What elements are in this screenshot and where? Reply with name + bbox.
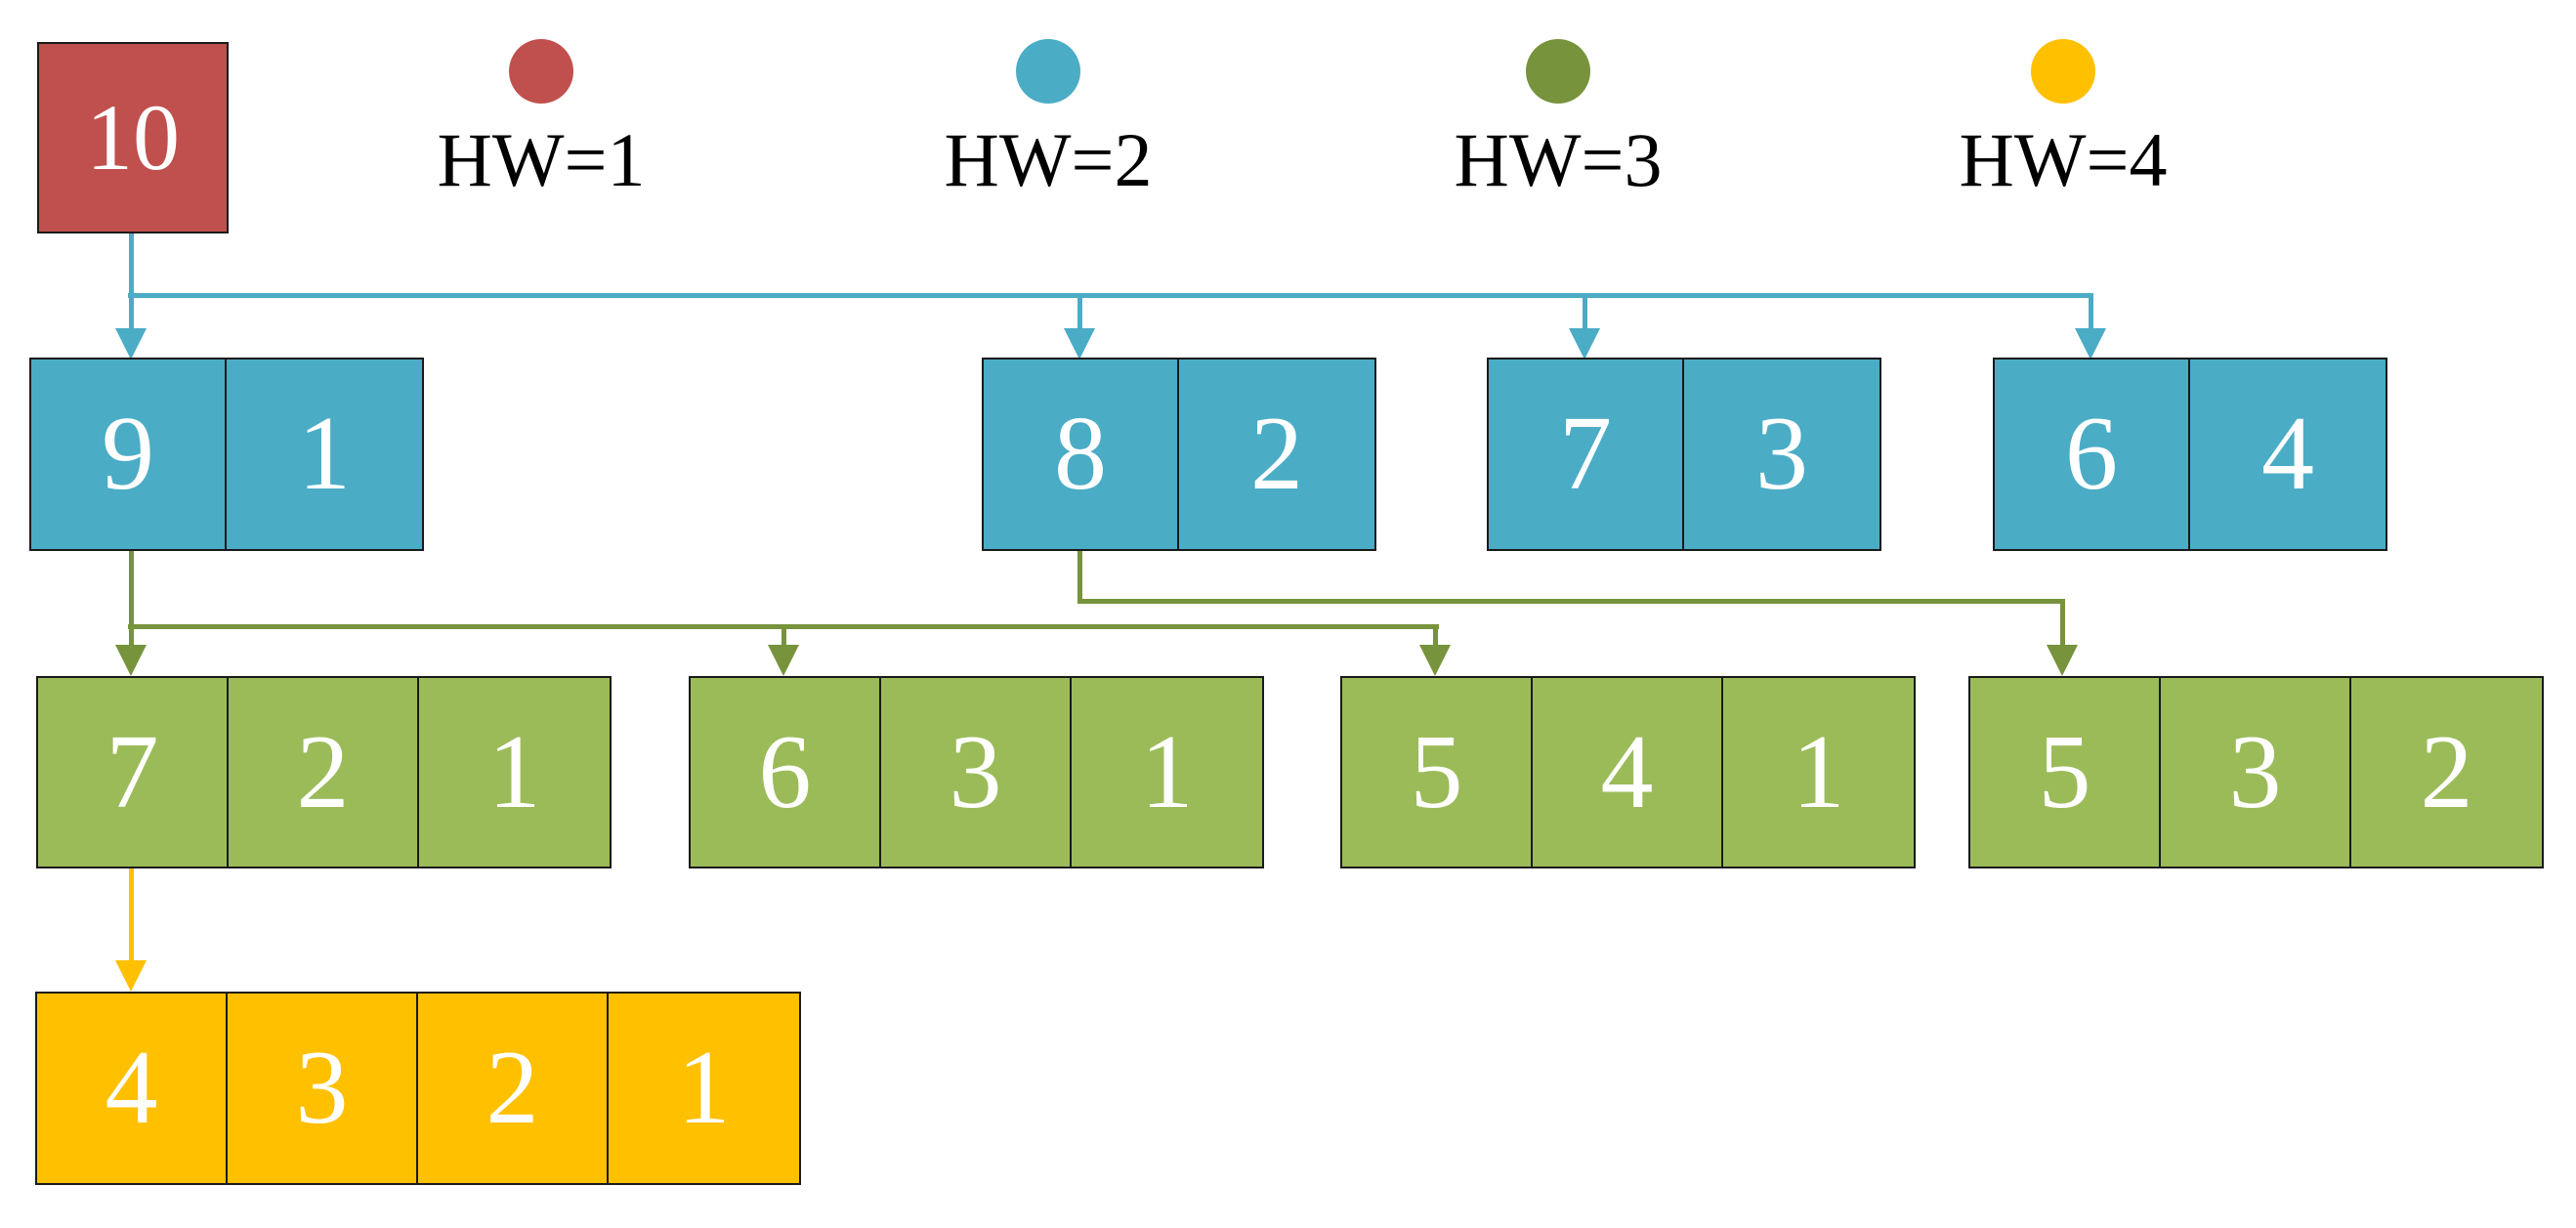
cell: 5: [1342, 678, 1533, 867]
cell: 3: [1684, 360, 1879, 549]
legend-item-hw4: HW=4: [1868, 39, 2259, 198]
node-7-3: 7 3: [1487, 358, 1881, 551]
cell: 2: [2351, 678, 2542, 867]
cell: 7: [38, 678, 229, 867]
cell: 6: [1995, 360, 2190, 549]
connector-8-2-trunk: [1077, 551, 1082, 604]
cell: 4: [1533, 678, 1723, 867]
cell: 1: [1723, 678, 1914, 867]
connector-10-drop-8-2: [1077, 295, 1082, 331]
node-10: 10: [37, 42, 229, 233]
cell: 4: [2190, 360, 2386, 549]
connector-10-drop-7-3: [1583, 295, 1587, 331]
cell: 2: [1179, 360, 1374, 549]
node-9-1: 9 1: [29, 358, 424, 551]
legend-dot-hw1-icon: [509, 39, 573, 104]
connector-9-1-drop-7-2-1: [129, 628, 134, 646]
connector-10-trunk: [129, 233, 134, 331]
node-10-value: 10: [86, 85, 180, 190]
legend-label-hw3: HW=3: [1454, 117, 1663, 202]
cell: 1: [227, 360, 422, 549]
legend-label-hw4: HW=4: [1959, 117, 2168, 202]
connector-9-1-drop-6-3-1: [781, 628, 786, 646]
arrowhead-to-7-2-1-icon: [115, 645, 147, 676]
arrowhead-to-7-3-icon: [1569, 328, 1600, 360]
arrowhead-to-6-3-1-icon: [768, 645, 799, 676]
legend-dot-hw3-icon: [1526, 39, 1590, 104]
legend-item-hw2: HW=2: [853, 39, 1244, 198]
node-5-4-1: 5 4 1: [1340, 676, 1916, 868]
node-4-3-2-1: 4 3 2 1: [35, 992, 801, 1185]
cell: 4: [37, 994, 228, 1183]
cell: 8: [984, 360, 1179, 549]
cell: 9: [31, 360, 227, 549]
connector-9-1-bus: [128, 624, 1439, 629]
legend-dot-hw4-icon: [2031, 39, 2095, 104]
cell: 3: [2161, 678, 2351, 867]
legend-item-hw1: HW=1: [346, 39, 737, 198]
cell: 1: [1072, 678, 1262, 867]
arrowhead-to-5-3-2-icon: [2047, 645, 2078, 676]
connector-7-2-1-trunk: [129, 868, 134, 962]
node-6-3-1: 6 3 1: [689, 676, 1264, 868]
legend-item-hw3: HW=3: [1363, 39, 1753, 198]
arrowhead-to-8-2-icon: [1064, 328, 1095, 360]
cell: 5: [1970, 678, 2161, 867]
arrowhead-to-9-1-icon: [115, 328, 147, 360]
connector-8-2-bus: [1077, 599, 2065, 604]
cell: 2: [229, 678, 419, 867]
node-5-3-2: 5 3 2: [1968, 676, 2544, 868]
cell: 3: [881, 678, 1072, 867]
legend-label-hw1: HW=1: [437, 117, 646, 202]
arrowhead-to-4-3-2-1-icon: [115, 960, 147, 992]
connector-10-drop-6-4: [2089, 295, 2093, 331]
legend-dot-hw2-icon: [1016, 39, 1080, 104]
cell: 7: [1489, 360, 1684, 549]
connector-8-2-drop-5-3-2: [2060, 603, 2065, 646]
cell: 2: [418, 994, 609, 1183]
cell: 1: [609, 994, 799, 1183]
connector-9-1-drop-5-4-1: [1433, 628, 1438, 646]
cell: 1: [419, 678, 610, 867]
cell: 3: [228, 994, 418, 1183]
node-6-4: 6 4: [1993, 358, 2387, 551]
node-7-2-1: 7 2 1: [36, 676, 612, 868]
arrowhead-to-5-4-1-icon: [1419, 645, 1451, 676]
connector-10-bus: [128, 293, 2093, 298]
cell: 6: [691, 678, 881, 867]
legend-label-hw2: HW=2: [944, 117, 1153, 202]
node-8-2: 8 2: [982, 358, 1376, 551]
arrowhead-to-6-4-icon: [2075, 328, 2106, 360]
connector-9-1-trunk: [129, 551, 134, 629]
